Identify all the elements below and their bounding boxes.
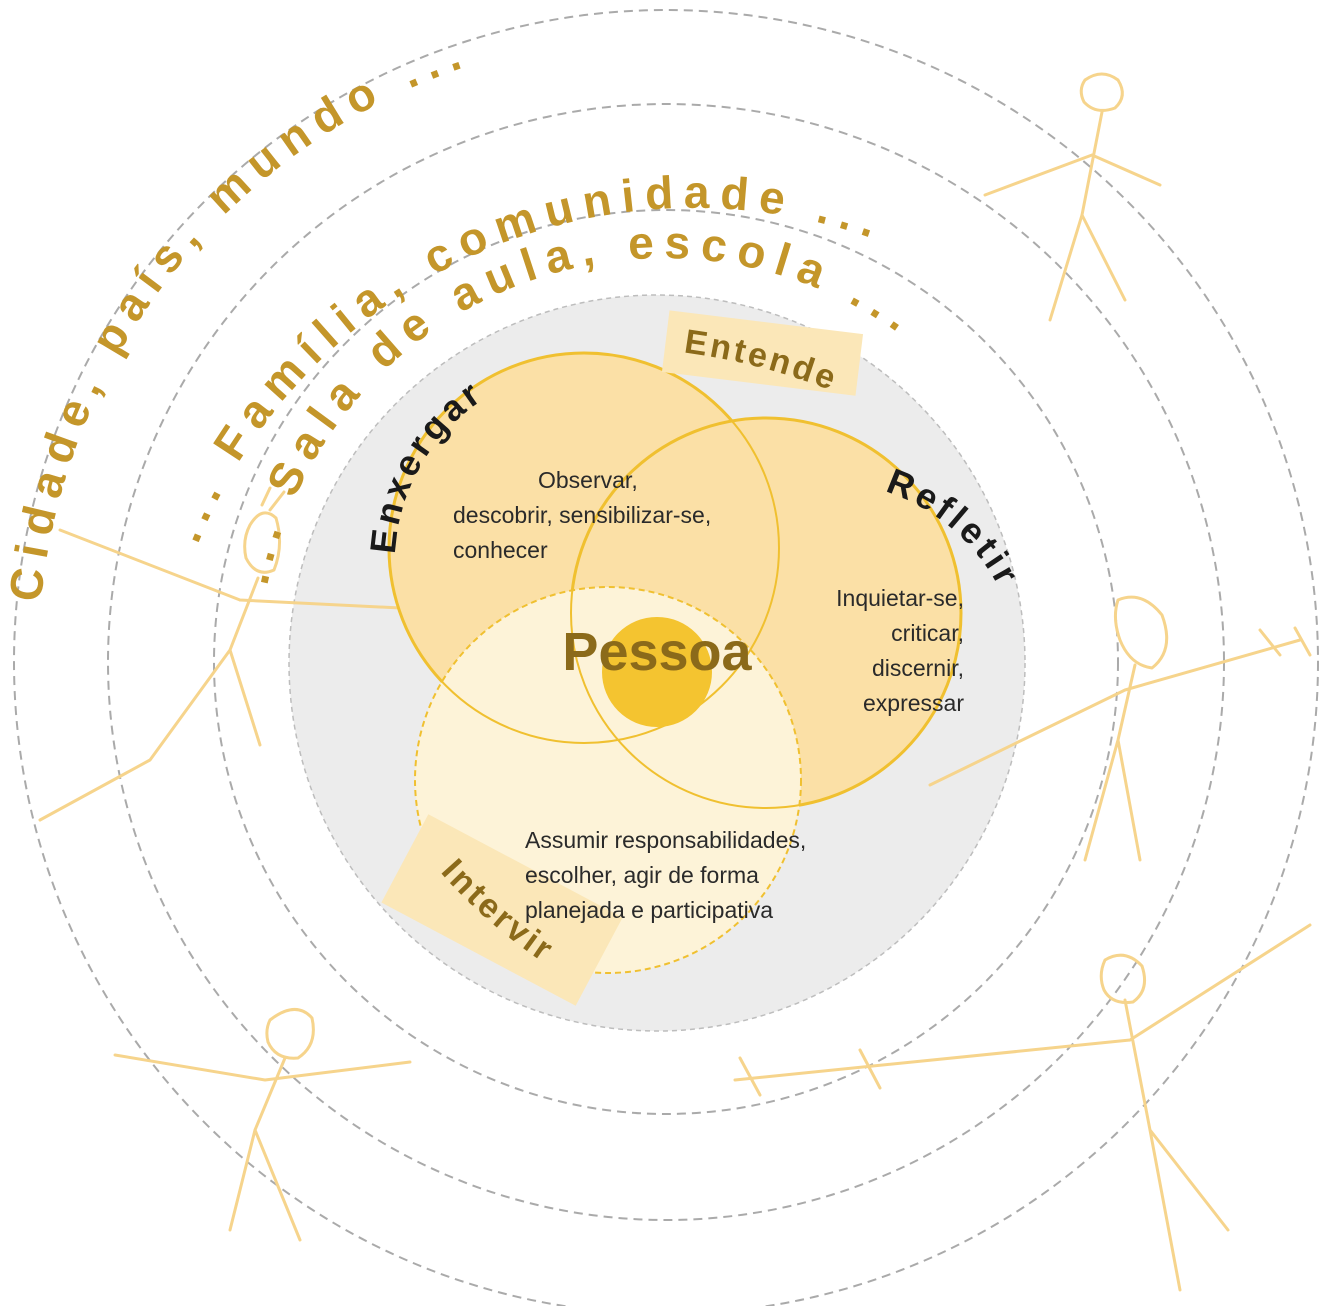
circle-refletir-outline bbox=[570, 417, 962, 809]
intervir-line-2: escolher, agir de forma bbox=[525, 862, 759, 888]
stick-figure-left bbox=[38, 486, 482, 822]
intervir-description: Assumir responsabilidades, escolher, agi… bbox=[525, 827, 806, 923]
refletir-line-4: expressar bbox=[863, 690, 964, 716]
ring-outer bbox=[13, 9, 1319, 1306]
refletir-line-3: discernir, bbox=[872, 655, 964, 681]
intervir-line-1: Assumir responsabilidades, bbox=[525, 827, 806, 853]
refletir-line-1: Inquietar-se, bbox=[836, 585, 964, 611]
circle-enxergar-outline bbox=[388, 352, 780, 744]
tag-entender-box bbox=[661, 310, 864, 396]
stick-figure-bottom-right bbox=[733, 923, 1312, 1292]
tag-intervir-box bbox=[381, 814, 623, 1006]
center-label: Pessoa bbox=[562, 622, 752, 682]
enxergar-line-2: descobrir, sensibilizar-se, bbox=[453, 502, 711, 528]
enxergar-description: Observar, descobrir, sensibilizar-se, co… bbox=[453, 467, 711, 563]
ring-inner bbox=[213, 209, 1119, 1115]
core-circle bbox=[602, 617, 712, 727]
refletir-line-2: criticar, bbox=[891, 620, 964, 646]
enxergar-line-1: Observar, bbox=[538, 467, 638, 493]
intervir-line-3: planejada e participativa bbox=[525, 897, 773, 923]
refletir-description: Inquietar-se, criticar, discernir, expre… bbox=[836, 585, 964, 716]
enxergar-line-3: conhecer bbox=[453, 537, 548, 563]
stick-figure-top-right bbox=[983, 72, 1162, 322]
stick-figure-bottom-left bbox=[113, 1008, 412, 1242]
stick-figure-right bbox=[928, 595, 1312, 862]
